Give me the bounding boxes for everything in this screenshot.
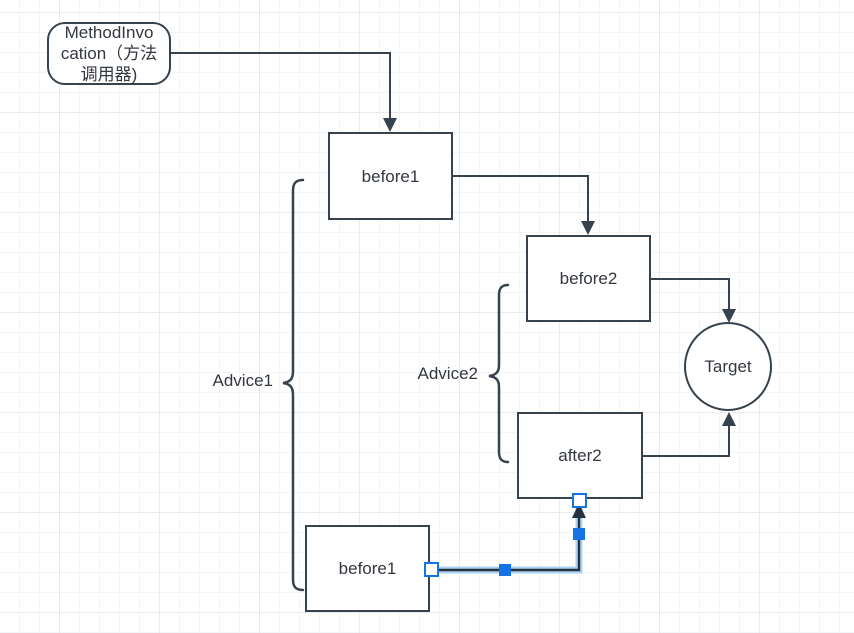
advice1-brace[interactable] [282,178,305,592]
node-before1-top[interactable]: before1 [328,132,453,220]
node-before1-top-label: before1 [361,166,420,186]
node-before1-bottom-label: before1 [338,559,397,578]
edge-methodinvocation-to-before1[interactable] [171,52,391,118]
arrowhead-into-before1 [383,118,397,132]
node-method-invocation-label: MethodInvo cation（方法 调用器) [60,23,158,84]
node-after2[interactable]: after2 [517,412,643,499]
node-after2-label: after2 [558,446,602,465]
node-before2-label: before2 [559,269,618,288]
edge-waypoint-handle-vertical[interactable] [573,528,585,540]
edge-after2-to-target[interactable] [643,426,730,457]
advice2-brace[interactable] [488,283,510,464]
edge-before2-to-target[interactable] [651,278,730,309]
edge-before1-to-before2[interactable] [453,175,589,221]
node-before1-bottom[interactable]: before1 [305,525,430,612]
node-target[interactable]: Target [684,322,772,411]
arrowhead-into-before2 [581,221,595,235]
arrowhead-into-target-bottom [722,412,736,426]
arrowhead-into-target-top [722,309,736,323]
edge-before1bottom-to-after2[interactable] [432,508,581,572]
advice2-label: Advice2 [417,364,478,383]
node-target-label: Target [704,357,752,376]
edge-before1bottom-to-after2-selection-halo [432,508,583,574]
advice1-label: Advice1 [212,371,273,390]
arrowhead-into-after2 [572,503,586,518]
node-before2[interactable]: before2 [526,235,651,322]
node-method-invocation[interactable]: MethodInvo cation（方法 调用器) [47,22,171,85]
edge-waypoint-handle-horizontal[interactable] [499,564,511,576]
